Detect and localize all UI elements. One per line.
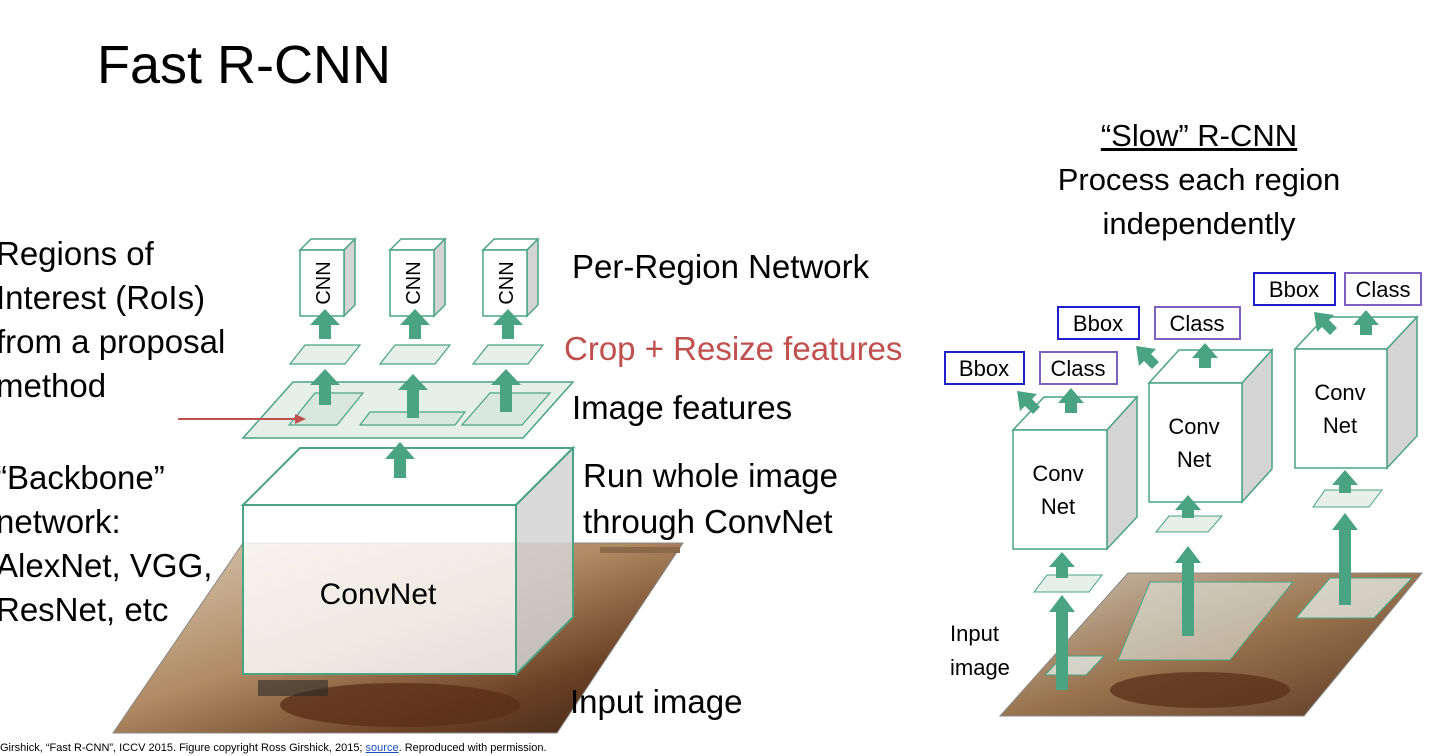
crop-resize-label: Crop + Resize features [564,330,902,367]
cnn-label-1: CNN [313,261,335,304]
slow-conv-label-3a: Conv [1314,380,1365,405]
citation-text: Girshick, “Fast R-CNN”, ICCV 2015. Figur… [0,742,366,754]
slow-rcnn-subtitle-1: Process each region [1057,162,1341,197]
backbone-label: “Backbone” network: AlexNet, VGG, ResNet… [0,456,212,632]
slow-rcnn-title: “Slow” R-CNN [1100,118,1298,153]
class-label-1: Class [1050,356,1105,381]
cnn-label-2: CNN [403,261,425,304]
slow-rcnn-subtitle-2: independently [1102,206,1296,241]
slow-rcnn-heading: “Slow” R-CNN Process each region indepen… [1020,114,1378,246]
arrow-icon [400,309,430,339]
bbox-label-3: Bbox [1269,277,1319,302]
backbone-line-2: network: [0,503,121,540]
slow-output-boxes [944,272,1422,385]
run-whole-image-line-2: through ConvNet [583,503,832,540]
run-whole-image-line-1: Run whole image [583,457,838,494]
bbox-label-2: Bbox [1073,311,1123,336]
slow-input-label-2: image [950,655,1010,680]
convnet-label: ConvNet [320,578,437,611]
slow-crop-planes [1032,489,1384,593]
arrow-icon [1175,546,1201,636]
slow-arrows [1017,310,1379,690]
class-label-3: Class [1355,277,1410,302]
roi-pointer-arrow [178,414,306,424]
arrow-icon [398,374,428,418]
fast-crop-planes [288,344,545,365]
fast-convnet-box [240,445,576,677]
backbone-line-4: ResNet, etc [0,591,169,628]
rois-line-3: from a proposal [0,323,226,360]
cnn-label-3: CNN [496,261,518,304]
backbone-line-3: AlexNet, VGG, [0,547,213,584]
arrow-icon [1314,312,1337,335]
arrow-icon [310,309,340,339]
slow-conv-label-2a: Conv [1168,414,1219,439]
arrow-icon [385,442,415,478]
fast-input-image-label: Input image [570,683,742,720]
citation-source-link[interactable]: source [365,742,399,754]
slow-input-label-1: Input [950,621,999,646]
citation-tail: . Reproduced with permission. [398,742,547,754]
arrow-icon [1136,346,1159,369]
class-label-2: Class [1169,311,1224,336]
rois-line-2: Interest (RoIs) [0,279,206,316]
per-region-network-label: Per-Region Network [572,248,870,285]
backbone-line-1: “Backbone” [0,459,165,496]
arrow-icon [1332,513,1358,605]
slow-conv-label-1a: Conv [1032,461,1083,486]
arrow-icon [1332,470,1358,493]
arrow-icon [1192,343,1218,368]
slow-conv-label-2b: Net [1177,447,1211,472]
slow-region-planes [1043,577,1414,676]
slide-title: Fast R-CNN [97,35,391,95]
slow-conv-label-3b: Net [1323,413,1357,438]
rois-line-1: Regions of [0,235,154,272]
arrow-icon [1017,391,1040,414]
arrow-icon [491,369,521,412]
fast-cnn-cubes [298,237,540,318]
arrow-icon [1049,552,1075,578]
bbox-label-1: Bbox [959,356,1009,381]
arrow-icon [1049,595,1075,690]
fast-arrows [310,309,523,478]
arrow-icon [493,309,523,339]
image-features-label: Image features [572,389,792,426]
arrow-icon [310,369,340,405]
arrow-icon [1353,310,1379,335]
arrow-icon [1175,495,1201,518]
arrow-icon [1058,388,1084,413]
rois-label: Regions of Interest (RoIs) from a propos… [0,232,225,408]
citation: Girshick, “Fast R-CNN”, ICCV 2015. Figur… [0,741,547,755]
rois-line-4: method [0,367,107,404]
slow-conv-label-1b: Net [1041,494,1075,519]
